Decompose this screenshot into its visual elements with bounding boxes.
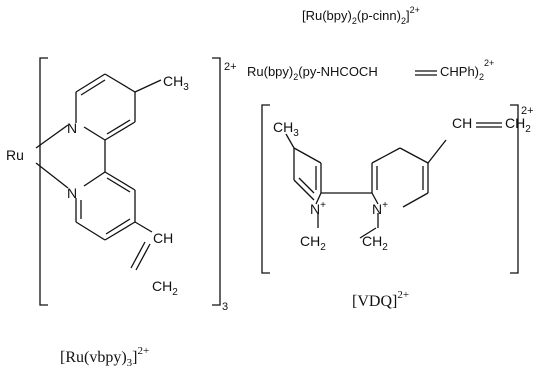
svg-text:[VDQ]2+: [VDQ]2+ — [352, 289, 409, 310]
ru-vbpy-structure — [35, 57, 221, 306]
left-charge: 2+ — [224, 61, 237, 73]
vdq-bridge-right: CH2 — [362, 233, 388, 253]
formula-amide: Ru(bpy)2(py-NHCOCH CHPh)22+ — [247, 58, 494, 82]
vdq-nitrogen-right: N+ — [372, 200, 388, 217]
vdq-vinyl-ch: CH — [452, 115, 472, 131]
vdq-charge: 2+ — [521, 105, 534, 117]
left-count: 3 — [222, 301, 228, 313]
svg-text:[Ru(bpy)2(p-cinn)2]2+: [Ru(bpy)2(p-cinn)2]2+ — [302, 5, 420, 26]
nitrogen-bottom: N — [67, 185, 77, 201]
ru-vbpy-labels: Ru N N CH3 CH CH2 2+ 3 — [6, 61, 237, 313]
svg-text:[Ru(vbpy)3]2+: [Ru(vbpy)3]2+ — [60, 345, 149, 369]
vinyl-ch: CH — [153, 230, 173, 246]
nitrogen-top: N — [67, 120, 77, 136]
vdq-structure — [261, 104, 519, 274]
vdq-bridge-left: CH2 — [300, 233, 326, 253]
vdq-nitrogen-left: N+ — [310, 200, 326, 217]
svg-text:Ru(bpy)2(py-NHCOCH: Ru(bpy)2(py-NHCOCH — [247, 64, 378, 82]
caption-vdq: [VDQ]2+ — [352, 289, 409, 310]
methyl-group: CH3 — [163, 73, 189, 93]
ru-atom: Ru — [6, 147, 24, 163]
caption-ru-vbpy: [Ru(vbpy)3]2+ — [60, 345, 149, 369]
vdq-methyl: CH3 — [273, 119, 299, 139]
vdq-vinyl-ch2: CH2 — [505, 115, 531, 135]
svg-text:CHPh)22+: CHPh)22+ — [440, 58, 494, 82]
vdq-labels: CH3 CH CH2 N+ N+ CH2 CH2 2+ — [273, 105, 534, 253]
vinyl-ch2: CH2 — [152, 278, 178, 298]
formula-cinn: [Ru(bpy)2(p-cinn)2]2+ — [302, 5, 420, 26]
